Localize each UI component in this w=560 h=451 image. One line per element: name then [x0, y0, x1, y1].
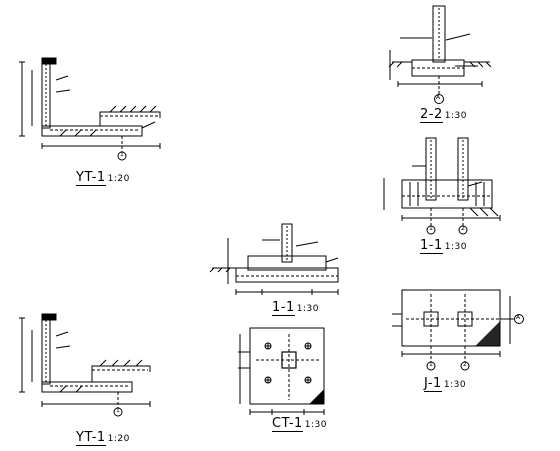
section-2-2-drawing	[388, 5, 492, 104]
axis-mark-2-1-1: 2	[461, 225, 465, 232]
axis-mark-a-j1: A	[516, 314, 521, 321]
yt1-top-drawing	[19, 57, 161, 161]
axis-mark-1-yt1-bottom: 1	[116, 407, 120, 414]
axis-mark-1-j1: 1	[429, 361, 433, 368]
axis-mark-a-2-2: A	[436, 94, 441, 101]
yt1-bottom-drawing	[19, 313, 151, 417]
j1-plan-drawing	[392, 289, 524, 371]
section-1-1-right-drawing	[383, 137, 501, 235]
axis-mark-2-j1: 2	[463, 361, 467, 368]
axis-mark-1-1-1: 1	[429, 225, 433, 232]
section-1-1-middle-drawing	[209, 223, 339, 295]
ct1-plan-drawing	[238, 327, 325, 415]
axis-mark-1-yt1-top: 1	[120, 151, 124, 158]
